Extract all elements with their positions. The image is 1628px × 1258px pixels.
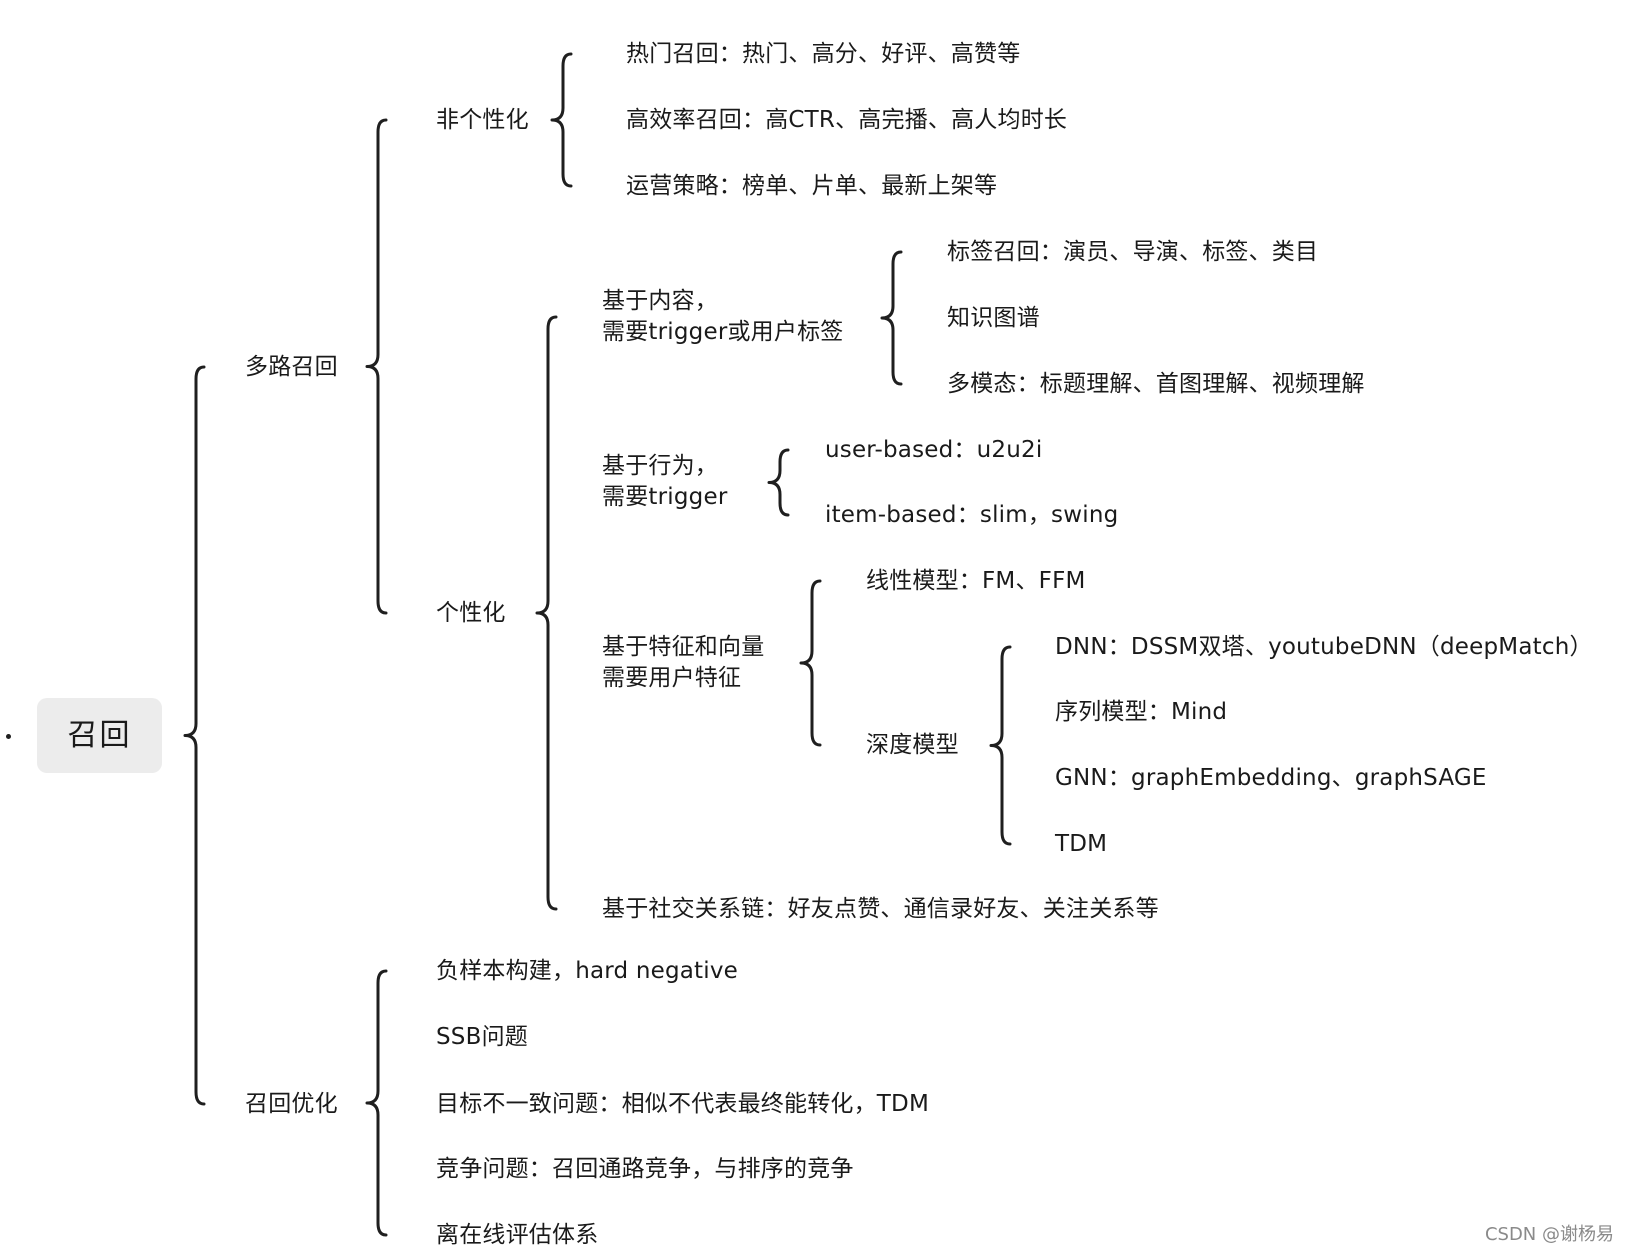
topic-node-root-children-0-children-1-children-3[interactable]: 基于社交关系链：好友点赞、通信录好友、关注关系等 (602, 894, 1159, 925)
topic-label: 离在线评估体系 (436, 1221, 599, 1248)
topic-node-root-children-0-children-1-children-0-children-2[interactable]: 多模态：标题理解、首图理解、视频理解 (947, 369, 1365, 400)
topic-node-root-children-0[interactable]: 多路召回 (245, 352, 338, 383)
topic-label: 负样本构建，hard negative (436, 957, 739, 984)
topic-node-root-children-0-children-0-children-2[interactable]: 运营策略：榜单、片单、最新上架等 (626, 171, 997, 202)
topic-label: 知识图谱 (947, 304, 1040, 331)
topic-label: 需要trigger或用户标签 (602, 319, 844, 345)
bracket-root-children-0-children-1-children-2-children-1 (989, 645, 1012, 846)
topic-label: 需要用户特征 (602, 665, 742, 691)
topic-label: SSB问题 (436, 1023, 528, 1050)
topic-label: 多模态：标题理解、首图理解、视频理解 (947, 370, 1365, 397)
topic-label: 基于社交关系链：好友点赞、通信录好友、关注关系等 (602, 895, 1159, 922)
topic-label: 个性化 (436, 599, 506, 626)
topic-node-root-children-0-children-1-children-0-children-1[interactable]: 知识图谱 (947, 303, 1040, 334)
bracket-root-children-0-children-1-children-2 (799, 579, 822, 747)
topic-label: 高效率召回：高CTR、高完播、高人均时长 (626, 106, 1068, 133)
watermark: CSDN @谢杨易 (1484, 1224, 1614, 1245)
bracket-root-children-0-children-1-children-0 (880, 250, 903, 386)
topic-label: item-based：slim，swing (825, 501, 1119, 528)
topic-node-root-children-0-children-1-children-2-children-1-children-2[interactable]: GNN：graphEmbedding、graphSAGE (1055, 763, 1487, 794)
topic-label: 多路召回 (245, 353, 338, 380)
topic-node-root-children-0-children-1[interactable]: 个性化 (436, 598, 506, 629)
bracket-root-children-0-children-1-children-1 (767, 448, 790, 517)
topic-label: 序列模型：Mind (1055, 698, 1228, 725)
topic-node-root-children-1-children-2[interactable]: 目标不一致问题：相似不代表最终能转化，TDM (436, 1089, 929, 1120)
topic-node-root-children-0-children-1-children-0-children-0[interactable]: 标签召回：演员、导演、标签、类目 (947, 237, 1318, 268)
topic-node-root-children-0-children-0-children-1[interactable]: 高效率召回：高CTR、高完播、高人均时长 (626, 105, 1067, 136)
topic-label: 基于内容， (602, 288, 718, 314)
bracket-root-children-0-children-1 (535, 315, 558, 911)
topic-node-root-children-0-children-1-children-2-children-1[interactable]: 深度模型 (866, 730, 959, 761)
topic-node-root-children-1-children-0[interactable]: 负样本构建，hard negative (436, 956, 738, 987)
topic-node-root-children-0-children-1-children-2-children-1-children-3[interactable]: TDM (1055, 829, 1107, 860)
topic-label: DNN：DSSM双塔、youtubeDNN（deepMatch） (1055, 633, 1593, 660)
topic-label: GNN：graphEmbedding、graphSAGE (1055, 764, 1487, 791)
topic-label: 深度模型 (866, 731, 959, 758)
topic-node-root-children-0-children-1-children-2-children-1-children-0[interactable]: DNN：DSSM双塔、youtubeDNN（deepMatch） (1055, 632, 1593, 663)
topic-label: 热门召回：热门、高分、好评、高赞等 (626, 40, 1021, 67)
root-node-label: 召回 (67, 718, 132, 753)
topic-node-root-children-0-children-1-children-1-children-1[interactable]: item-based：slim，swing (825, 500, 1118, 531)
topic-node-root-children-1-children-4[interactable]: 离在线评估体系 (436, 1220, 598, 1251)
topic-label: 竞争问题：召回通路竞争，与排序的竞争 (436, 1155, 854, 1182)
topic-node-root-children-0-children-1-children-2-children-1-children-1[interactable]: 序列模型：Mind (1055, 697, 1227, 728)
root-connector-dot (6, 734, 11, 739)
topic-node-root-children-0-children-0-children-0[interactable]: 热门召回：热门、高分、好评、高赞等 (626, 39, 1020, 70)
topic-label: 需要trigger (602, 484, 728, 510)
root-node-box[interactable] (37, 698, 162, 773)
bracket-root (183, 365, 206, 1106)
topic-node-root-children-1-children-3[interactable]: 竞争问题：召回通路竞争，与排序的竞争 (436, 1154, 854, 1185)
topic-label: 目标不一致问题：相似不代表最终能转化，TDM (436, 1090, 930, 1117)
bracket-root-children-1 (365, 969, 388, 1237)
topic-label: 基于特征和向量 (602, 634, 765, 660)
bracket-root-children-0-children-0 (550, 52, 573, 188)
topic-node-root-children-1[interactable]: 召回优化 (245, 1089, 338, 1120)
topic-label: 召回优化 (245, 1090, 338, 1117)
topic-node-root-children-1-children-1[interactable]: SSB问题 (436, 1022, 528, 1053)
topic-node-root-children-0-children-0[interactable]: 非个性化 (436, 105, 529, 136)
bracket-root-children-0 (365, 118, 388, 615)
topic-node-root-children-0-children-1-children-1[interactable]: 基于行为， 需要trigger (602, 451, 727, 513)
topic-label: TDM (1055, 830, 1108, 857)
topic-label: 线性模型：FM、FFM (866, 567, 1086, 594)
topic-label: user-based：u2u2i (825, 436, 1043, 463)
topic-label: 非个性化 (436, 106, 529, 133)
topic-node-root-children-0-children-1-children-1-children-0[interactable]: user-based：u2u2i (825, 435, 1042, 466)
topic-label: 标签召回：演员、导演、标签、类目 (947, 238, 1319, 265)
topic-node-root-children-0-children-1-children-2-children-0[interactable]: 线性模型：FM、FFM (866, 566, 1086, 597)
topic-label: 基于行为， (602, 453, 718, 479)
topic-node-root-children-0-children-1-children-2[interactable]: 基于特征和向量需要用户特征 (602, 632, 764, 694)
topic-node-root-children-0-children-1-children-0[interactable]: 基于内容， 需要trigger或用户标签 (602, 286, 843, 348)
topic-label: 运营策略：榜单、片单、最新上架等 (626, 172, 998, 199)
